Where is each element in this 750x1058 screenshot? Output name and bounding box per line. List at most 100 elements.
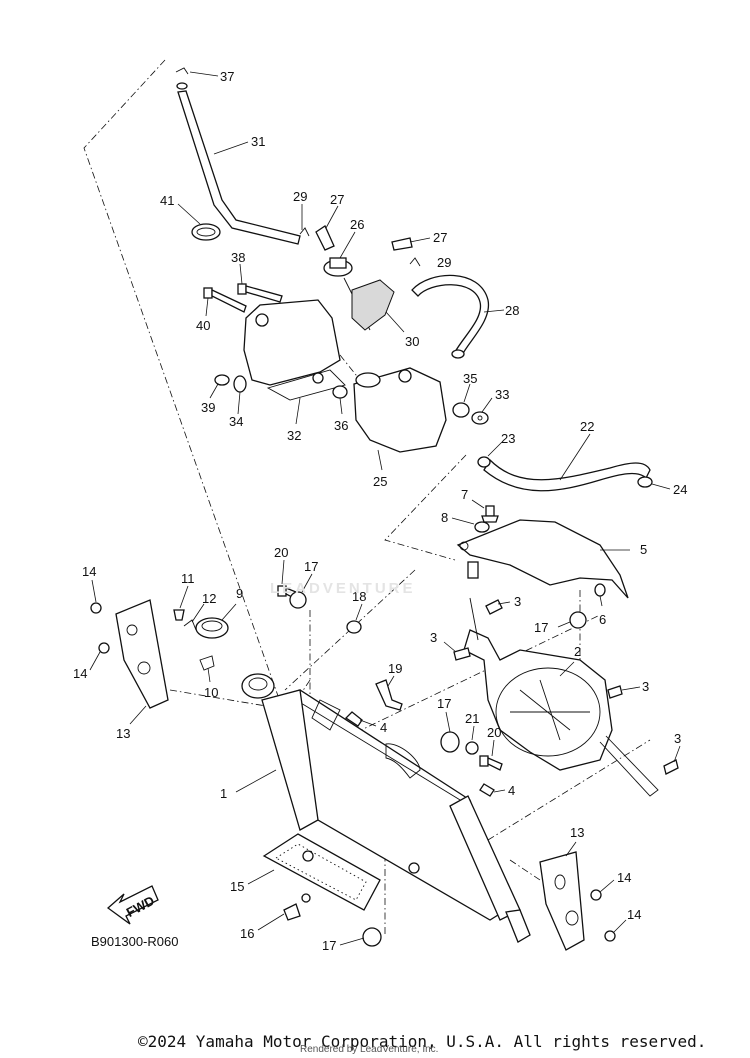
callout-7: 7 [461,487,468,502]
radiator-hose-22 [483,458,651,492]
callout-12: 12 [202,591,216,606]
callout-27: 27 [330,192,344,207]
bolt-40 [203,287,247,313]
callout-2: 2 [574,644,581,659]
copyright-notice: ©2024 Yamaha Motor Corporation, U.S.A. A… [138,1032,707,1051]
bolt-7 [481,505,499,523]
callout-15: 15 [230,879,244,894]
fan-connector [467,561,479,579]
callout-14: 14 [82,564,96,579]
callout-36: 36 [334,418,348,433]
callout-20: 20 [274,545,288,560]
bolt-14 [90,602,616,942]
callout-32: 32 [287,428,301,443]
callout-26: 26 [350,217,364,232]
clip-4 [344,711,495,797]
grommet-17 [289,591,587,947]
diagram-code: B901300-R060 [91,934,179,949]
hose-joint-27 [315,225,413,251]
callout-17d: 17 [322,938,336,953]
callout-28: 28 [505,303,519,318]
reservoir-guard-30 [351,279,395,331]
callout-16: 16 [240,926,254,941]
callout-11: 11 [181,571,195,586]
callout-14c: 14 [617,870,631,885]
callout-5: 5 [640,542,647,557]
callout-13: 13 [116,726,130,741]
callout-31: 31 [251,134,265,149]
callout-37: 37 [220,69,234,84]
collar-18 [346,620,362,634]
callout-39: 39 [201,400,215,415]
callout-4: 4 [380,720,387,735]
callout-4b: 4 [508,783,515,798]
callout-21: 21 [465,711,479,726]
lower-guard-15 [262,833,381,911]
callout-30: 30 [405,334,419,349]
callout-3d: 3 [674,731,681,746]
collar-39 [214,374,230,386]
callout-20b: 20 [487,725,501,740]
callout-6: 6 [599,612,606,627]
callout-41: 41 [160,193,174,208]
callout-22: 22 [580,419,594,434]
hose-clamp-24 [637,476,653,488]
collar-8 [474,521,490,533]
washer-33 [471,411,489,425]
callout-3b: 3 [430,630,437,645]
fan-shroud-5 [456,519,629,599]
callout-17: 17 [304,559,318,574]
callout-3c: 3 [642,679,649,694]
cooling-fan-2 [463,597,659,797]
callout-40: 40 [196,318,210,333]
bracket-19 [375,679,403,711]
clip-10 [199,655,215,671]
collar-21 [465,741,479,755]
radiator-cap-9 [195,617,229,639]
grommet-6 [594,583,606,597]
callout-17c: 17 [437,696,451,711]
side-cover-13 [115,599,585,951]
clip-29 [299,227,421,267]
callout-29: 29 [293,189,307,204]
grommet-36 [332,385,348,399]
callout-labels: 37 31 41 29 27 26 27 29 28 38 40 30 39 3… [73,69,687,953]
callout-10: 10 [204,685,218,700]
callout-14d: 14 [627,907,641,922]
collar-35 [452,402,470,418]
clip-12 [183,619,197,631]
callout-29b: 29 [437,255,451,270]
callout-18: 18 [352,589,366,604]
radiator-1 [241,673,531,943]
callout-33: 33 [495,387,509,402]
callout-23: 23 [501,431,515,446]
reservoir-cap-26 [323,257,371,331]
callout-34: 34 [229,414,243,429]
breather-hose-28 [411,274,490,359]
callout-24: 24 [673,482,687,497]
reservoir-tank-25 [353,367,447,453]
bolt-20 [277,585,503,771]
callout-3: 3 [514,594,521,609]
fwd-arrow-icon: FWD [106,885,159,925]
callout-9: 9 [236,586,243,601]
callout-14b: 14 [73,666,87,681]
hose-clamp-23 [477,456,491,468]
callout-35: 35 [463,371,477,386]
callout-19: 19 [388,661,402,676]
watermark: LEADVENTURE [270,580,416,597]
screw-11 [173,609,185,621]
grommet-34 [233,375,247,393]
bolt-3 [453,599,679,775]
callout-1: 1 [220,786,227,801]
hose-clamp-41 [191,223,221,241]
bolt-38 [237,283,283,303]
callout-38: 38 [231,250,245,265]
callout-13b: 13 [570,825,584,840]
overflow-hose-31 [176,82,301,245]
callout-25: 25 [373,474,387,489]
callout-8: 8 [441,510,448,525]
hose-clip-37 [175,67,189,75]
bolt-16 [283,893,311,921]
